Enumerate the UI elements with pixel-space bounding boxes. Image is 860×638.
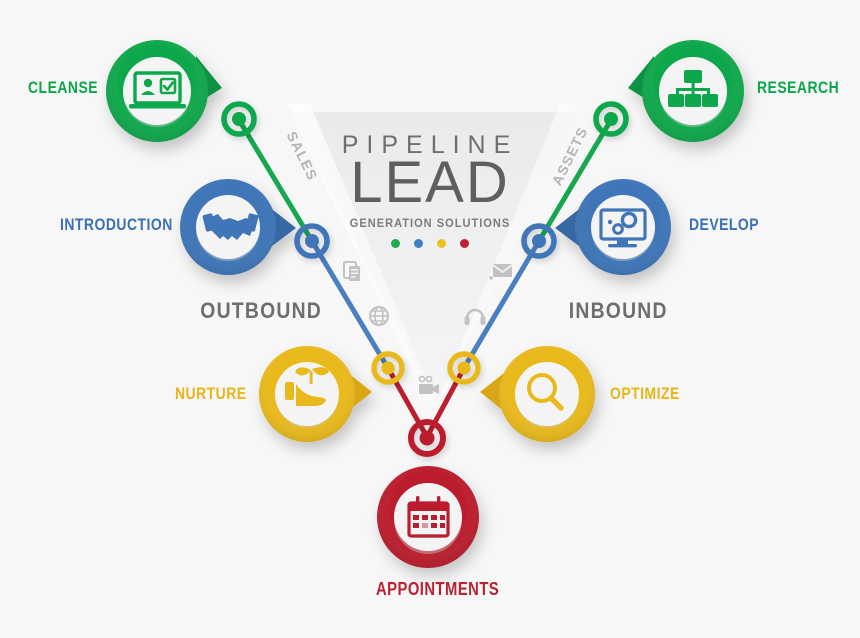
node-label-optimize[interactable]: OPTIMIZE bbox=[610, 384, 680, 403]
globe-icon bbox=[369, 306, 389, 326]
line-inbound bbox=[461, 238, 542, 371]
brand-tagline: GENERATION SOLUTIONS bbox=[349, 216, 511, 230]
brand-dot-blue bbox=[414, 239, 423, 248]
brand-dot-red bbox=[460, 239, 469, 248]
section-label-outbound: OUTBOUND bbox=[200, 298, 323, 323]
hub-cleanse[interactable] bbox=[221, 101, 257, 137]
hub-rings bbox=[221, 101, 629, 457]
line-sales-left bbox=[236, 117, 315, 244]
hub-research[interactable] bbox=[593, 101, 629, 137]
envelope-icon bbox=[489, 264, 513, 280]
node-label-cleanse[interactable]: CLEANSE bbox=[28, 78, 99, 97]
node-develop[interactable] bbox=[555, 179, 671, 275]
brand-lead-text: LEAD bbox=[350, 150, 510, 215]
node-appointments[interactable] bbox=[377, 466, 479, 568]
magnifier-icon bbox=[527, 373, 564, 411]
documents-icon bbox=[343, 261, 360, 281]
section-label-inbound: INBOUND bbox=[568, 298, 668, 323]
node-optimize[interactable] bbox=[480, 346, 595, 442]
node-introduction[interactable] bbox=[180, 179, 296, 275]
brand-dot-green bbox=[391, 239, 400, 248]
handshake-icon bbox=[202, 213, 259, 240]
hub-appointments[interactable] bbox=[408, 419, 446, 457]
hub-develop[interactable] bbox=[521, 223, 557, 259]
line-assets-right bbox=[536, 117, 614, 244]
hand-sprout-icon bbox=[285, 367, 329, 406]
node-label-research[interactable]: RESEARCH bbox=[757, 78, 840, 97]
video-camera-icon bbox=[418, 375, 439, 394]
org-chart-icon bbox=[668, 70, 718, 107]
faint-icons bbox=[343, 261, 513, 394]
node-label-develop[interactable]: DEVELOP bbox=[689, 215, 760, 234]
brand-dot-row bbox=[0, 235, 860, 253]
hub-nurture[interactable] bbox=[371, 351, 405, 385]
monitor-gears-icon bbox=[599, 208, 647, 248]
node-label-nurture[interactable]: NURTURE bbox=[175, 384, 247, 403]
node-nurture[interactable] bbox=[259, 346, 372, 442]
headphones-icon bbox=[464, 308, 486, 325]
node-research[interactable] bbox=[628, 40, 744, 142]
brand-pipeline-text: PIPELINE bbox=[341, 131, 519, 159]
hub-introduction[interactable] bbox=[294, 223, 330, 259]
hub-optimize[interactable] bbox=[447, 351, 481, 385]
node-label-introduction[interactable]: INTRODUCTION bbox=[60, 215, 173, 234]
calendar-icon bbox=[407, 496, 450, 538]
funnel-shape bbox=[287, 104, 580, 404]
brand-dot-gold bbox=[437, 239, 446, 248]
node-label-appointments[interactable]: APPOINTMENTS bbox=[376, 579, 500, 599]
laptop-user-check-icon bbox=[129, 71, 186, 109]
line-outbound bbox=[309, 238, 391, 371]
node-cleanse[interactable] bbox=[106, 40, 222, 142]
